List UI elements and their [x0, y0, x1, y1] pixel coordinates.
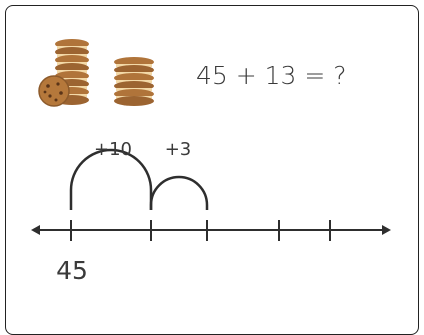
cookie-stacks-icon [38, 39, 154, 107]
jump-label-plus-ten: +10 [94, 139, 132, 160]
number-line [31, 220, 391, 241]
right-arrow-icon [382, 225, 391, 235]
jump-label-plus-three: +3 [165, 139, 192, 160]
single-cookie-icon [38, 75, 70, 107]
jump-arc-plus-three [149, 175, 209, 210]
left-arrow-icon [31, 225, 40, 235]
number-line-diagram: 45 + 13 = ? +10 +3 45 [31, 39, 391, 285]
short-cookie-stack-icon [114, 57, 154, 106]
jump-arc-plus-ten [69, 148, 153, 210]
equation-text: 45 + 13 = ? [196, 61, 347, 90]
start-number-label: 45 [56, 256, 88, 285]
